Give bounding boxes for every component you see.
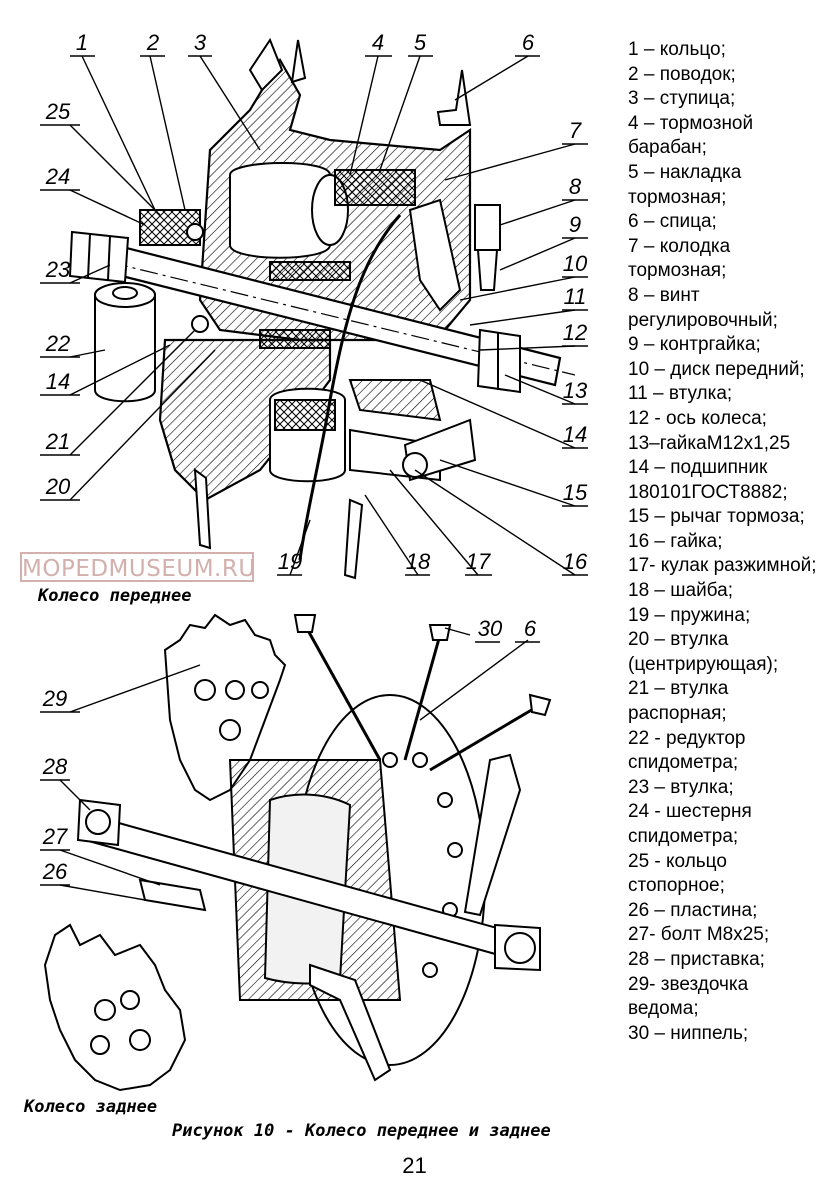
callout-28: 28 [42,754,68,779]
legend-item: 28 – приставка; [628,948,765,970]
legend-item: 19 – пружина; [628,604,751,626]
callout-14-right: 14 [563,422,587,447]
callout-6: 6 [522,30,535,55]
callout-19: 19 [278,549,302,574]
legend-item: 23 – втулка; [628,776,734,798]
callout-30: 30 [478,616,503,641]
legend-item: 4 – тормозной барабан; [628,112,754,159]
rear-wheel-drawing [43,613,552,1092]
legend-item: 3 – ступица; [628,88,736,110]
callout-12: 12 [563,320,587,345]
callout-2: 2 [146,30,159,55]
caption-rear-wheel: Колесо заднее [24,1097,158,1117]
callout-4: 4 [372,30,384,55]
page-number: 21 [402,1153,427,1178]
legend-item: 26 – пластина; [628,899,758,921]
legend-item: 24 - шестерня спидометра; [628,801,752,847]
legend-item: 6 – спица; [628,211,717,233]
legend-item: 12 - ось колеса; [628,407,767,429]
legend-item: 29- звездочка ведома; [628,973,749,1020]
legend-item: 2 – поводок; [628,63,736,85]
callout-11: 11 [564,284,587,309]
callout-21: 21 [45,429,70,454]
callout-5: 5 [414,30,427,55]
legend-item: 7 – колодка тормозная; [628,235,731,282]
front-leader-lines [40,55,588,576]
callout-13: 13 [563,378,588,403]
callout-9: 9 [569,212,581,237]
legend-item: 9 – контргайка; [628,334,761,356]
callout-23: 23 [45,257,71,282]
legend-item: 30 – ниппель; [628,1022,749,1044]
callout-16: 16 [563,549,588,574]
callout-10: 10 [563,251,588,276]
legend-item: 18 – шайба; [628,580,733,602]
rear-leader-lines [40,627,540,901]
callout-18: 18 [406,549,431,574]
callout-26: 26 [42,859,68,884]
callout-14-left: 14 [46,369,70,394]
callout-6-rear: 6 [524,616,537,641]
callout-29: 29 [42,686,67,711]
rear-callouts: 30 6 29 28 27 26 [42,616,537,884]
legend-item: 8 – винт регулировочный; [628,284,778,331]
legend-item: 11 – втулка; [628,383,733,405]
callout-15: 15 [563,480,588,505]
legend-item: 21 – втулка распорная; [628,678,729,725]
callout-8: 8 [569,174,582,199]
legend-list: 1 – кольцо; 2 – поводок; 3 – ступица;4 – т… [628,38,824,1046]
watermark: MOPEDMUSEUM.RU [20,552,255,582]
legend-item: 27- болт М8х25; [628,924,770,946]
callout-27: 27 [42,824,68,849]
legend-item: 13–гайкаМ12х1,25 [628,432,791,454]
front-wheel-drawing [68,37,576,580]
callout-7: 7 [569,118,582,143]
callout-17: 17 [466,549,491,574]
legend-item: 16 – гайка; [628,530,723,552]
legend-item: 5 – накладка тормозная; [628,161,742,208]
legend-item: 1 – кольцо; [628,39,726,60]
figure-caption: Рисунок 10 - Колесо переднее и заднее [172,1121,551,1141]
caption-front-wheel: Колесо переднее [38,586,192,606]
callout-3: 3 [194,30,207,55]
legend-item: 22 - редуктор спидометра; [628,727,746,774]
legend-item: 10 – диск передний; [628,358,805,380]
callout-22: 22 [45,331,70,356]
legend-item: 17- кулак разжимной; [628,555,817,577]
legend-item: 14 – подшипник 180101ГОСТ8882; [628,457,788,503]
callout-1: 1 [76,30,88,55]
legend-item: 25 - кольцо стопорное; [628,850,727,897]
callout-20: 20 [45,474,71,499]
callout-25: 25 [45,99,71,124]
legend-item: 20 – втулка (центрирующая); [628,629,779,675]
callout-24: 24 [45,164,70,189]
front-callouts: 1 2 3 4 5 6 7 8 9 10 11 12 13 14 14 15 1… [45,30,588,574]
legend-item: 15 – рычаг тормоза; [628,506,805,528]
